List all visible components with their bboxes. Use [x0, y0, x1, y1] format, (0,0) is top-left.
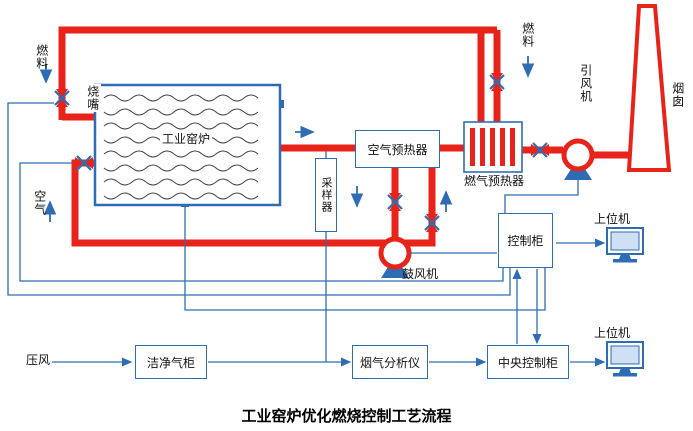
blower-label: 鼓风机 — [402, 267, 439, 281]
blower-fan — [378, 236, 412, 278]
valve-fuel-right-icon — [488, 71, 506, 93]
valve-air-out-icon — [423, 212, 441, 234]
signal-kiln-sensor — [184, 207, 546, 311]
sampler-label: 采样器 — [320, 177, 333, 213]
flue-gas-analyzer-box: 烟气分析仪 — [352, 345, 428, 379]
valve-blower-icon — [386, 191, 404, 213]
control-signal-lines — [7, 102, 606, 367]
host-computer-bottom-label: 上位机 — [594, 326, 631, 340]
signal-control-to-fan — [504, 171, 579, 213]
blower-body — [378, 236, 412, 270]
fuel-right-label: 燃料 — [520, 22, 535, 48]
central-control-cabinet-label: 中央控制柜 — [497, 355, 558, 370]
clean-gas-cabinet-box: 洁净气柜 — [135, 345, 207, 379]
kiln-flames — [103, 94, 259, 200]
host-computer-top-icon — [606, 227, 644, 263]
valve-air-left-icon — [73, 154, 95, 172]
central-control-cabinet-box: 中央控制柜 — [487, 345, 569, 379]
fuel-left-label: 燃料 — [34, 44, 49, 70]
flow-arrows — [39, 56, 535, 222]
air-label: 空气 — [32, 190, 47, 216]
signal-valve-air-left — [19, 162, 504, 282]
signal-valve-fuel-left — [7, 102, 511, 296]
burner-label: 烧嘴 — [83, 84, 101, 112]
chimney-label: 烟囱 — [670, 82, 685, 108]
flue-gas-analyzer-label: 烟气分析仪 — [359, 355, 420, 370]
valve-flue-icon — [529, 141, 551, 159]
host-computer-top-label: 上位机 — [594, 212, 631, 226]
valve-fuel-left-icon — [53, 87, 71, 109]
host-computer-bottom-icon — [606, 341, 644, 377]
clean-gas-cabinet-label: 洁净气柜 — [146, 355, 195, 370]
induced-draft-fan — [561, 138, 595, 180]
fan-body — [561, 138, 595, 172]
kiln-label: 工业窑炉 — [160, 132, 213, 148]
control-cabinet-box: 控制柜 — [498, 213, 553, 268]
air-preheater-label: 空气预热器 — [367, 142, 428, 157]
air-preheater-box: 空气预热器 — [355, 130, 440, 168]
chimney-shape — [626, 4, 672, 172]
diagram-title: 工业窑炉优化燃烧控制工艺流程 — [241, 407, 452, 425]
control-cabinet-label: 控制柜 — [507, 234, 544, 248]
gas-preheater-label: 燃气预热器 — [463, 174, 524, 188]
induced-draft-fan-label: 引风机 — [578, 64, 593, 103]
gas-preheater-tubes — [470, 128, 515, 166]
gas-preheater — [463, 121, 523, 173]
compressed-air-label: 压风 — [26, 353, 51, 367]
sampler-box: 采样器 — [315, 158, 337, 232]
